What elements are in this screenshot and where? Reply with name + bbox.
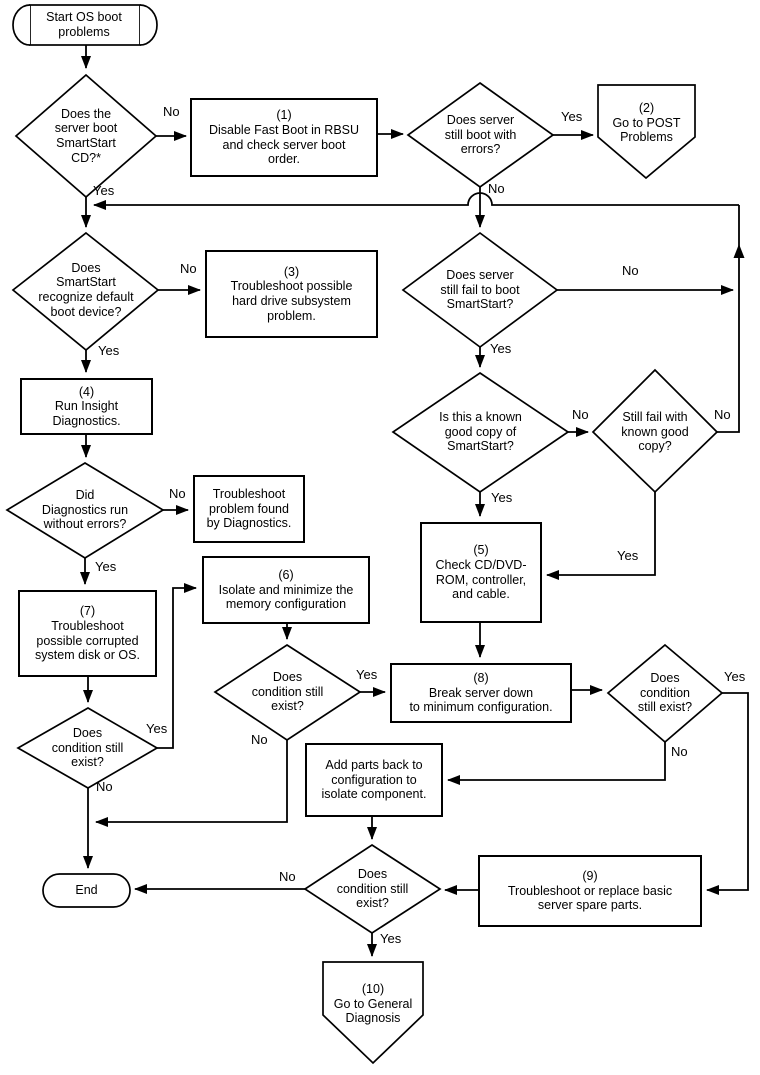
- decision-condition-left-label: Does condition still exist?: [51, 726, 124, 770]
- decision-boot-errors-label: Does server still boot with errors?: [444, 113, 517, 157]
- decision-condition-right-label: Does condition still exist?: [637, 671, 693, 715]
- edge-label-yes-condition-bottom: Yes: [380, 931, 402, 946]
- process-box-4: (4) Run Insight Diagnostics.: [20, 378, 153, 435]
- decision-fail-smartstart-shape: [401, 231, 559, 349]
- decision-boot-cd-shape: [14, 73, 158, 199]
- offpage-post-problems-shape: [597, 84, 696, 180]
- up-arrowhead: [733, 244, 745, 258]
- decision-known-good-copy-shape: [391, 371, 570, 494]
- decision-condition-bottom-label: Does condition still exist?: [336, 867, 409, 911]
- edge-label-yes-recognize: Yes: [98, 343, 120, 358]
- decision-condition-bottom-shape: [303, 843, 442, 935]
- process-box-7: (7) Troubleshoot possible corrupted syst…: [18, 590, 157, 677]
- decision-diagnostics-label: Did Diagnostics run without errors?: [41, 488, 129, 532]
- terminator-end-label: End: [75, 883, 98, 898]
- edge-condright-yes-box9: [706, 692, 749, 895]
- edge-condleft-yes-box6: [157, 583, 197, 749]
- edge-label-yes-condition-mid: Yes: [356, 667, 378, 682]
- process-box-5: (5) Check CD/DVD- ROM, controller, and c…: [420, 522, 542, 623]
- process-box-8: (8) Break server down to minimum configu…: [390, 663, 572, 723]
- edge-return-line: [93, 192, 739, 210]
- process-box-3: (3) Troubleshoot possible hard drive sub…: [205, 250, 378, 338]
- edge-label-yes-known-good: Yes: [491, 490, 513, 505]
- edge-label-yes-boot-cd: Yes: [93, 183, 115, 198]
- decision-boot-cd-label: Does the server boot SmartStart CD?*: [54, 106, 118, 165]
- decision-diagnostics-shape: [5, 462, 165, 559]
- offpage-general-diagnosis-shape: [322, 961, 424, 1065]
- process-box-add-parts: Add parts back to configuration to isola…: [305, 743, 443, 817]
- shapes: [5, 4, 724, 1065]
- connectors: [80, 45, 749, 957]
- edge-label-no-boot-cd: No: [163, 104, 180, 119]
- decision-fail-smartstart-label: Does server still fail to boot SmartStar…: [440, 268, 520, 312]
- process-box-diagnostics: Troubleshoot problem found by Diagnostic…: [193, 475, 305, 543]
- edge-label-no-condition-bottom: No: [279, 869, 296, 884]
- edge-label-no-recognize: No: [180, 261, 197, 276]
- process-box-9: (9) Troubleshoot or replace basic server…: [478, 855, 702, 927]
- decision-still-fail-copy-label: Still fail with known good copy?: [621, 410, 689, 454]
- edge-label-yes-boot-errors: Yes: [561, 109, 583, 124]
- decision-condition-mid-shape: [213, 643, 362, 742]
- process-box-6: (6) Isolate and minimize the memory conf…: [202, 556, 370, 624]
- decision-recognize-device-label: Does SmartStart recognize default boot d…: [38, 260, 134, 319]
- edge-label-no-boot-errors: No: [488, 181, 505, 196]
- decision-recognize-device-shape: [11, 231, 160, 352]
- edge-stillfail-yes-box5: [546, 492, 656, 580]
- terminator-end-shape: [42, 873, 131, 908]
- offpage-post-problems-label: (2) Go to POST Problems: [612, 101, 681, 145]
- decision-condition-left-shape: [16, 707, 159, 789]
- decision-still-fail-copy-shape: [591, 368, 719, 494]
- edge-right-vertical: [717, 205, 740, 433]
- edge-label-yes-condition-right: Yes: [724, 669, 746, 684]
- edge-label-no-fail-smartstart: No: [622, 263, 639, 278]
- offpage-general-diagnosis-label: (10) Go to General Diagnosis: [333, 982, 413, 1026]
- edge-label-yes-diagnostics: Yes: [95, 559, 117, 574]
- decision-condition-mid-label: Does condition still exist?: [251, 670, 324, 714]
- edge-label-no-condition-right: No: [671, 744, 688, 759]
- decision-known-good-copy-label: Is this a known good copy of SmartStart?: [439, 410, 522, 454]
- decision-boot-errors-shape: [406, 81, 555, 189]
- edge-condmid-no-merge: [95, 740, 288, 827]
- terminator-start-label: Start OS boot problems: [46, 10, 122, 39]
- edge-label-no-condition-left: No: [96, 779, 113, 794]
- edge-label-no-diagnostics: No: [169, 486, 186, 501]
- edge-label-yes-fail-smartstart: Yes: [490, 341, 512, 356]
- edge-label-yes-still-fail: Yes: [617, 548, 639, 563]
- edge-label-yes-condition-left: Yes: [146, 721, 168, 736]
- edge-condright-no-addparts: [447, 742, 666, 785]
- process-box-1: (1) Disable Fast Boot in RBSU and check …: [190, 98, 378, 177]
- edge-label-no-known-good: No: [572, 407, 589, 422]
- terminator-start-shape: [12, 4, 158, 46]
- edge-label-no-still-fail: No: [714, 407, 731, 422]
- edge-label-no-condition-mid: No: [251, 732, 268, 747]
- decision-condition-right-shape: [606, 643, 724, 744]
